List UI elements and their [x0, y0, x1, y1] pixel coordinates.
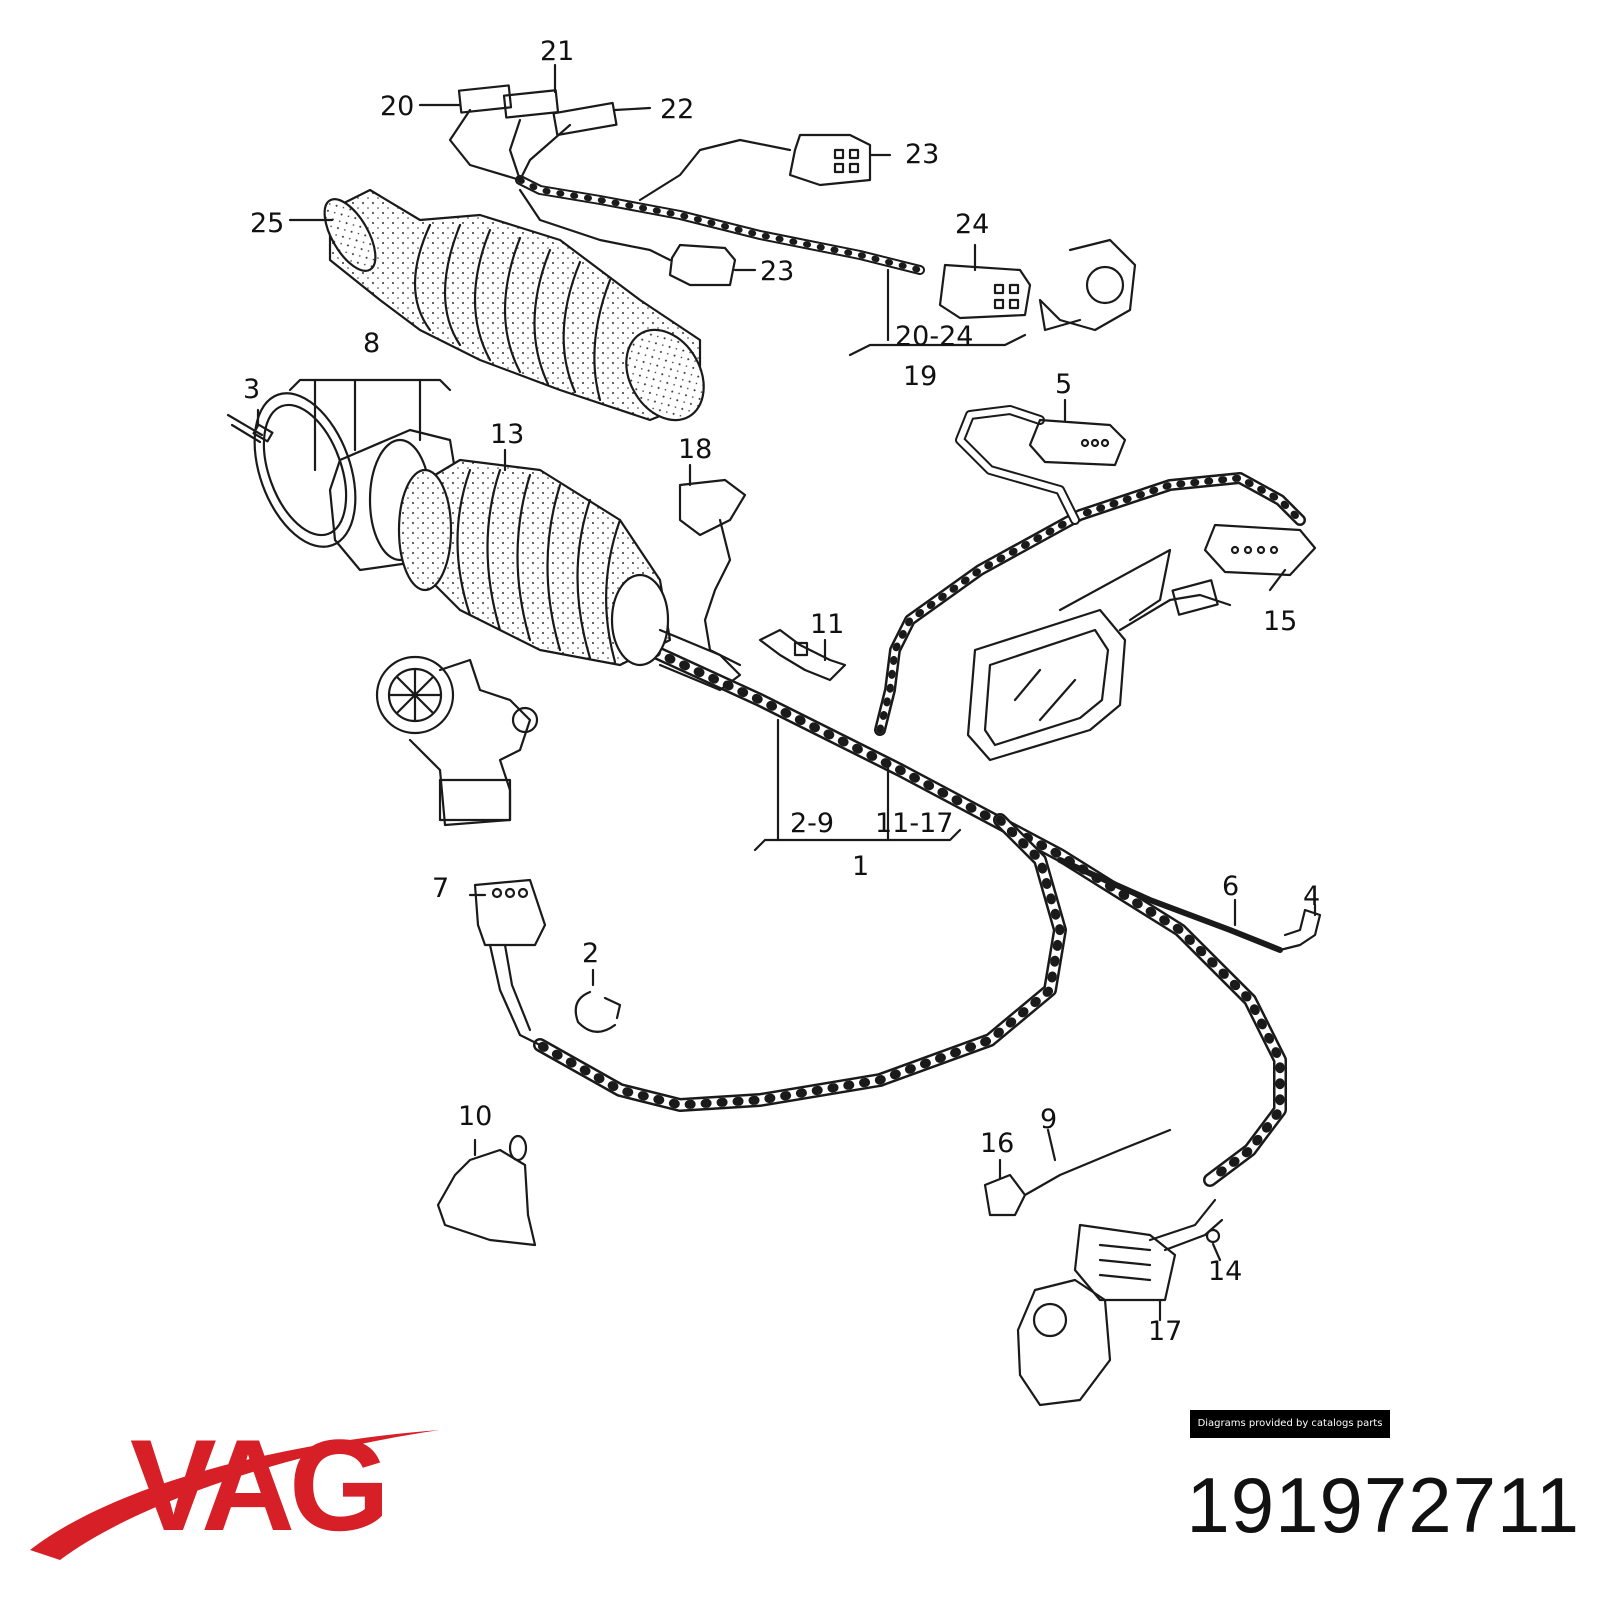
connector-23-upper — [788, 133, 872, 187]
callout-6: 6 — [1222, 871, 1239, 902]
callout-23-upper: 23 — [905, 139, 939, 170]
callout-2: 2 — [582, 938, 599, 969]
upper-right-harness — [874, 472, 1306, 736]
callout-18: 18 — [678, 434, 712, 465]
grommet-25 — [323, 188, 705, 422]
connector-18 — [678, 478, 747, 537]
callout-19: 19 — [903, 361, 937, 392]
callout-13: 13 — [490, 419, 524, 450]
callout-3: 3 — [243, 374, 260, 405]
vag-logo: VAG — [30, 1412, 440, 1560]
connector-7 — [473, 878, 547, 947]
clip-2 — [574, 990, 622, 1033]
callout-labels: 21 20 22 23 25 24 23 20-24 8 19 5 3 13 1… — [243, 36, 1320, 1347]
callout-16: 16 — [980, 1128, 1014, 1159]
connector-17 — [1073, 1223, 1177, 1302]
connector-16 — [983, 1173, 1027, 1217]
grommet-13 — [397, 458, 742, 692]
callout-1: 1 — [852, 851, 869, 882]
callout-20: 20 — [380, 91, 414, 122]
wire-6 — [1057, 857, 1283, 953]
callout-14: 14 — [1208, 1256, 1242, 1287]
logo-swoosh — [30, 1430, 440, 1560]
callout-21: 21 — [540, 36, 574, 67]
callout-9: 9 — [1040, 1104, 1057, 1135]
callout-25: 25 — [250, 208, 284, 239]
callout-range-11-17: 11-17 — [875, 808, 953, 839]
sensor-4 — [1278, 908, 1322, 952]
part-number: 191972711 — [1186, 1461, 1580, 1549]
lock-actuator — [1016, 1278, 1112, 1407]
callout-range-20-24: 20-24 — [895, 321, 973, 352]
connector-22 — [552, 101, 618, 137]
pin-14 — [1205, 1228, 1221, 1244]
callout-24: 24 — [955, 209, 989, 240]
logo-text: VAG — [130, 1412, 384, 1558]
callout-range-2-9: 2-9 — [790, 808, 834, 839]
lock-motor-top — [1038, 238, 1137, 332]
wire-9 — [1023, 1128, 1172, 1197]
callout-4: 4 — [1303, 881, 1320, 912]
callout-10: 10 — [458, 1101, 492, 1132]
callout-8: 8 — [363, 328, 380, 359]
connector-24 — [938, 263, 1032, 320]
connector-5 — [1028, 418, 1127, 467]
connector-21 — [502, 89, 560, 119]
callout-23-lower: 23 — [760, 256, 794, 287]
callout-11: 11 — [810, 609, 844, 640]
diagram-credit: Diagrams provided by catalogs parts — [1190, 1410, 1390, 1438]
connector-23-lower — [668, 243, 737, 287]
pin-3 — [226, 413, 264, 444]
lower-loop-harness — [533, 813, 1067, 1112]
callout-15: 15 — [1263, 606, 1297, 637]
connector-15 — [1203, 523, 1317, 577]
connector-20 — [457, 84, 513, 114]
cover-10 — [436, 1148, 537, 1247]
callout-17: 17 — [1148, 1316, 1182, 1347]
clip-11 — [758, 628, 847, 682]
side-mirror — [966, 548, 1232, 762]
window-motor — [375, 655, 539, 827]
callout-5: 5 — [1055, 369, 1072, 400]
callout-22: 22 — [660, 94, 694, 125]
callout-7: 7 — [432, 873, 449, 904]
